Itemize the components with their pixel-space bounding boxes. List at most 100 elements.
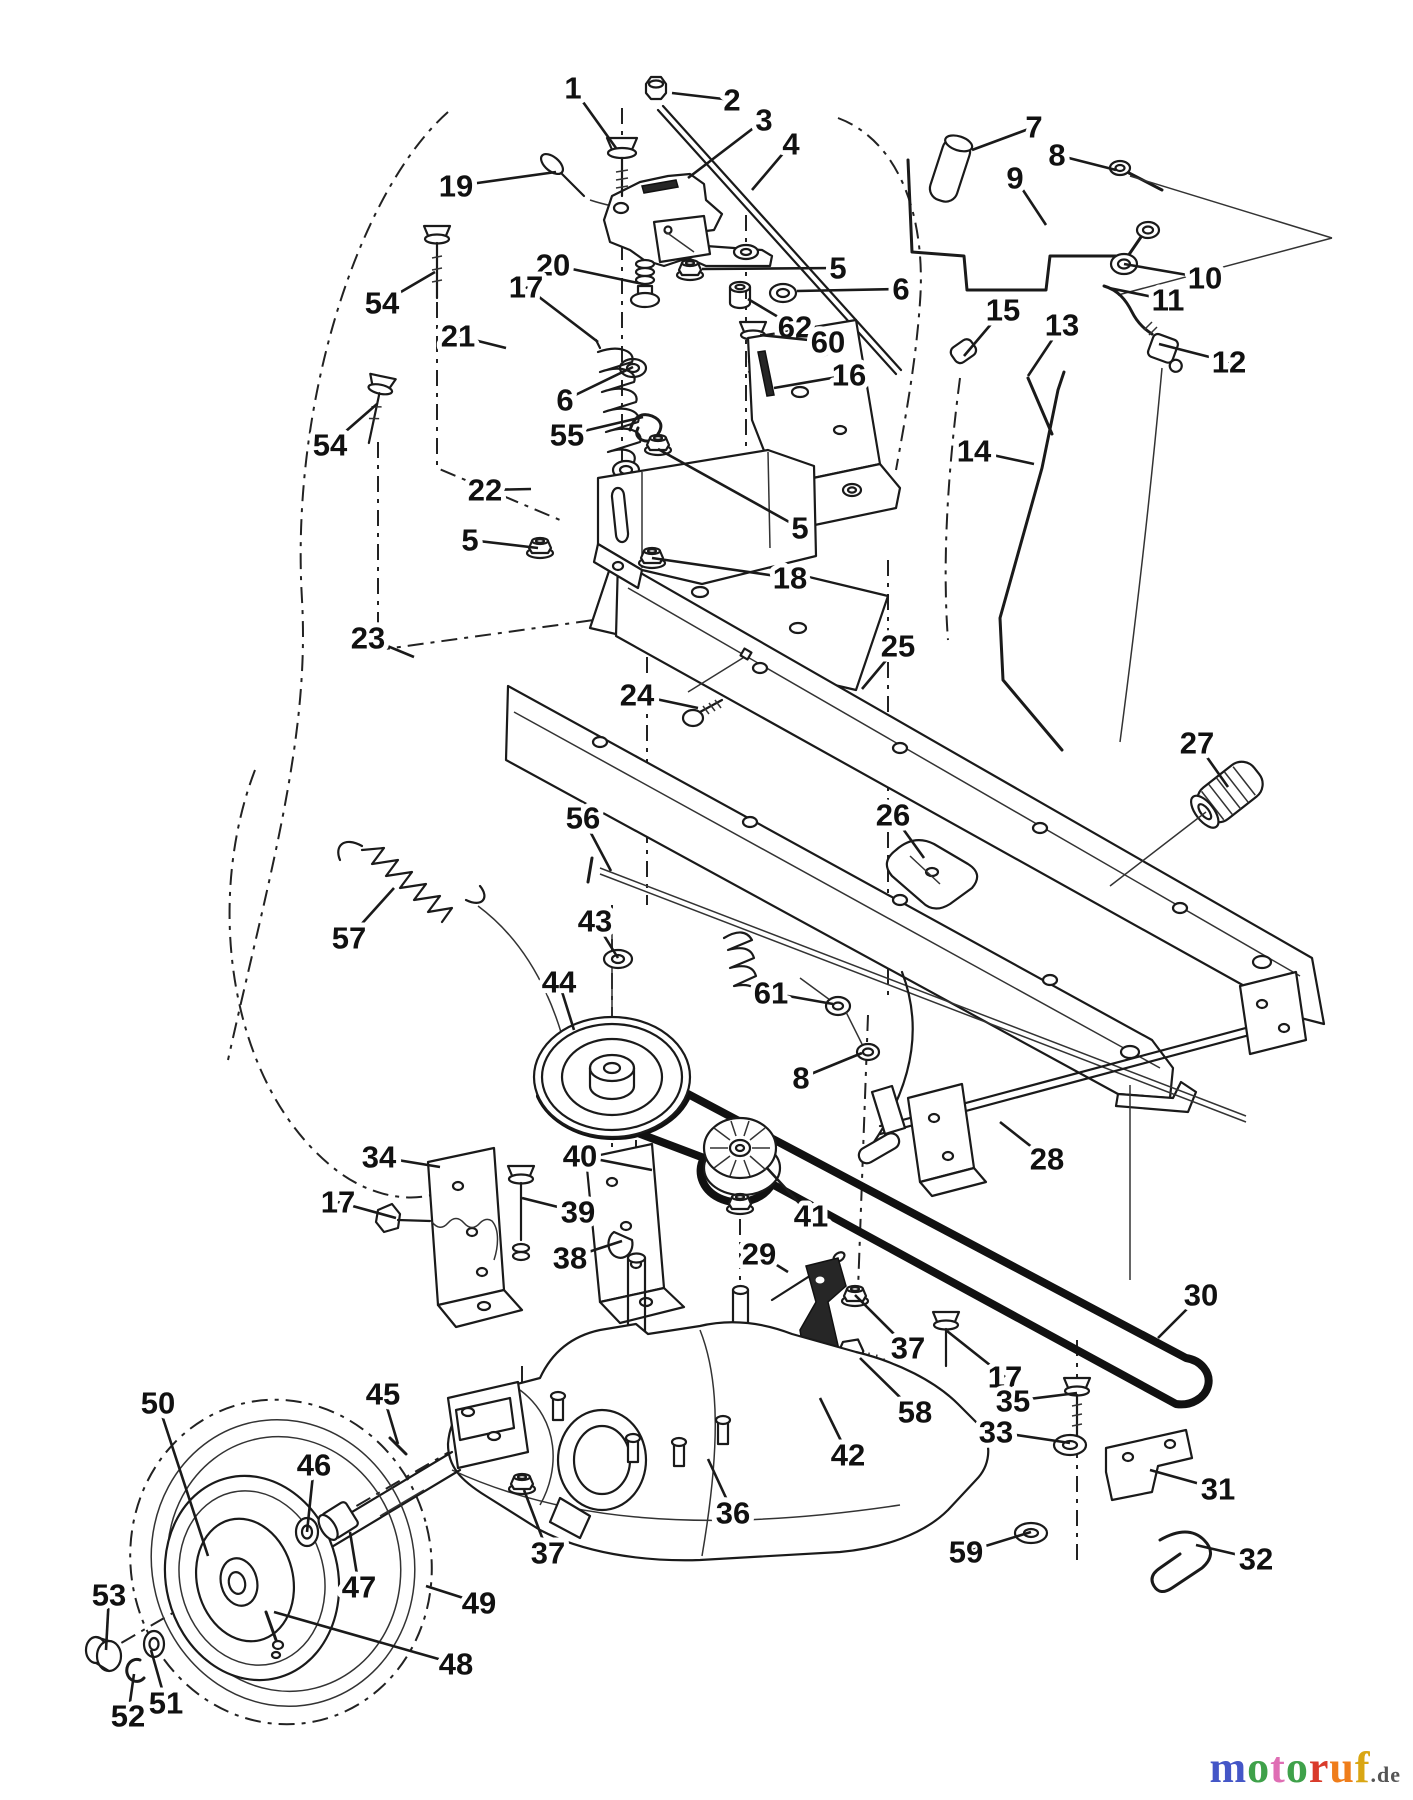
spring-57 (337, 840, 486, 924)
callout-38: 38 (553, 1241, 587, 1276)
callout-43: 43 (578, 904, 612, 939)
leader-line-11 (1108, 286, 1169, 302)
leader-line-60 (759, 333, 829, 344)
callout-53: 53 (92, 1578, 126, 1613)
washer-43 (602, 948, 634, 970)
leader-line-39 (521, 1196, 579, 1214)
leader-line-18 (651, 556, 791, 580)
leader-line-7 (971, 125, 1035, 152)
callout-23: 23 (351, 621, 385, 656)
callout-61: 61 (754, 976, 788, 1011)
bolt-39 (506, 1164, 536, 1262)
leader-line-56 (581, 817, 613, 872)
callout-62: 62 (778, 310, 812, 345)
pedal-linkage (885, 760, 1264, 910)
watermark-letter: u (1329, 1743, 1355, 1792)
leader-line-4 (751, 143, 792, 191)
callout-41: 41 (794, 1199, 828, 1234)
leader-line-38 (569, 1239, 623, 1260)
axle-support-rod-28 (857, 970, 1308, 1198)
leader-line-28 (999, 1120, 1048, 1161)
callout-19: 19 (439, 169, 473, 204)
leader-line-17 (525, 285, 599, 344)
leader-line-8 (800, 1051, 863, 1080)
callout-46: 46 (297, 1448, 331, 1483)
axle-mount (446, 1380, 530, 1470)
callout-54: 54 (313, 428, 348, 463)
leader-line-1 (571, 87, 618, 149)
drive-pulley-44 (532, 1015, 692, 1139)
callout-5: 5 (461, 523, 478, 558)
callout-8: 8 (792, 1061, 809, 1096)
control-bracket-assembly (539, 75, 1333, 752)
bolt-17c (931, 1310, 961, 1368)
rod-14 (998, 370, 1066, 752)
washer-51 (142, 1629, 166, 1659)
callout-20: 20 (536, 248, 570, 283)
leader-line-58 (859, 1357, 916, 1413)
callout-29: 29 (742, 1237, 776, 1272)
callout-60: 60 (811, 325, 845, 360)
callout-11: 11 (1152, 283, 1185, 318)
bolt-54b (367, 372, 397, 445)
callout-7: 7 (1025, 110, 1042, 145)
washer-33 (1052, 1433, 1088, 1457)
leader-line-5 (469, 538, 539, 550)
rod-56 (586, 856, 1247, 1123)
callout-40: 40 (563, 1139, 597, 1174)
callout-27: 27 (1180, 726, 1214, 761)
leader-line-35 (1012, 1391, 1078, 1403)
leader-line-12 (1158, 342, 1230, 364)
callout-17: 17 (509, 270, 543, 305)
callout-25: 25 (881, 629, 915, 664)
callout-5: 5 (829, 251, 846, 286)
callout-47: 47 (342, 1570, 376, 1605)
callout-32: 32 (1239, 1542, 1273, 1577)
leader-line-15 (963, 309, 1004, 357)
leader-line-37 (522, 1489, 550, 1554)
leader-line-48 (273, 1610, 457, 1666)
watermark-letter: f (1354, 1743, 1371, 1792)
flange-nut-5 (675, 258, 705, 282)
callout-48: 48 (439, 1647, 473, 1682)
valve-stem-48 (264, 1610, 285, 1660)
callout-44: 44 (542, 965, 577, 1000)
callout-31: 31 (1201, 1472, 1235, 1507)
leader-line-19 (455, 170, 557, 188)
leader-line-16 (773, 373, 850, 390)
screw-20 (629, 258, 661, 309)
leader-line-61 (770, 991, 834, 1006)
leader-line-53 (104, 1594, 111, 1651)
wheel-rim-50 (163, 1474, 341, 1682)
watermark-letter: o (1285, 1743, 1309, 1792)
callout-37: 37 (531, 1536, 565, 1571)
spacer-62 (728, 280, 752, 310)
leader-line-9 (1013, 177, 1048, 226)
callout-18: 18 (773, 561, 807, 596)
bracket-31 (1104, 1428, 1194, 1502)
leader-line-32 (1195, 1543, 1257, 1561)
callout-17: 17 (321, 1185, 355, 1220)
bracket-34 (426, 1146, 524, 1329)
spring-61 (722, 931, 881, 1062)
callout-15: 15 (986, 293, 1020, 328)
callout-33: 33 (979, 1415, 1013, 1450)
leader-line-24 (636, 693, 699, 710)
key-38 (607, 1230, 634, 1259)
washer-6 (768, 282, 798, 304)
leader-line-27 (1195, 742, 1230, 788)
rear-wheel (84, 1418, 416, 1708)
callout-5: 5 (791, 511, 808, 546)
callout-3: 3 (755, 103, 772, 138)
callout-9: 9 (1006, 161, 1023, 196)
flange-nut-37b (507, 1472, 537, 1496)
leader-line-45 (381, 1393, 400, 1445)
leader-line-17 (946, 1329, 1006, 1379)
callout-36: 36 (716, 1496, 750, 1531)
leader-line-5 (701, 266, 839, 271)
watermark-letter: m (1209, 1743, 1248, 1792)
bolt-17b (374, 1202, 499, 1261)
watermark-letter: o (1247, 1743, 1271, 1792)
leader-line-6 (796, 287, 902, 293)
key-45 (388, 1436, 408, 1456)
